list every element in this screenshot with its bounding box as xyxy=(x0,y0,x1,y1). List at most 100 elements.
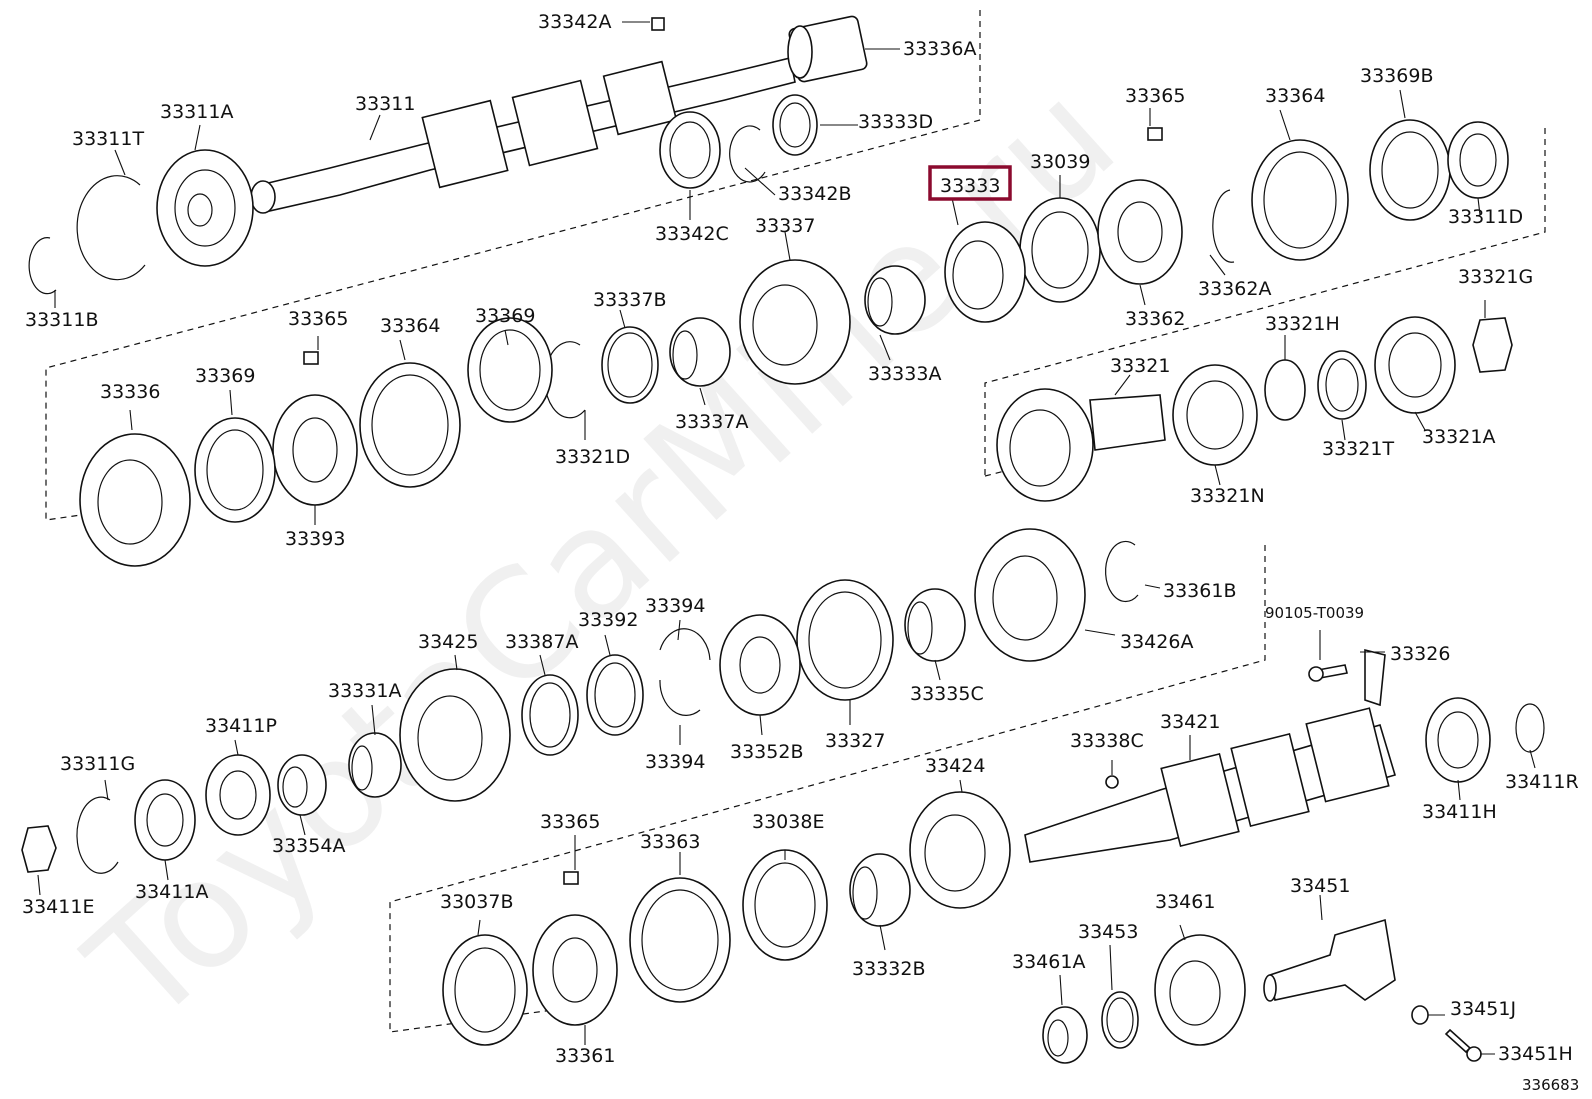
bearing-33411P[interactable] xyxy=(205,754,271,836)
snap-ring-33311B[interactable] xyxy=(28,237,57,295)
gear-33426A[interactable] xyxy=(974,528,1086,662)
key-33365-b[interactable] xyxy=(303,351,319,365)
label-33411A[interactable]: 33411A xyxy=(135,881,208,903)
bolt-90105[interactable] xyxy=(1308,664,1348,682)
bearing-33311D[interactable] xyxy=(1447,121,1509,199)
bearing-33311A[interactable] xyxy=(156,149,254,267)
label-33369[interactable]: 33369 xyxy=(475,305,535,327)
label-33364-b[interactable]: 33364 xyxy=(380,315,440,337)
shaft-33451[interactable] xyxy=(1263,918,1396,1002)
label-33365-a[interactable]: 33365 xyxy=(1125,85,1185,107)
label-33424[interactable]: 33424 xyxy=(925,755,985,777)
label-33333A[interactable]: 33333A xyxy=(868,363,941,385)
ring-33392[interactable] xyxy=(586,654,644,736)
label-33326[interactable]: 33326 xyxy=(1390,643,1450,665)
label-33354A[interactable]: 33354A xyxy=(272,835,345,857)
ring-33369[interactable] xyxy=(467,317,553,423)
label-33394-b[interactable]: 33394 xyxy=(645,751,705,773)
label-33311G[interactable]: 33311G xyxy=(60,753,135,775)
sleeve-33364-b[interactable] xyxy=(359,362,461,488)
gear-33425[interactable] xyxy=(399,668,511,802)
ring-33333D[interactable] xyxy=(772,94,818,156)
label-33337A[interactable]: 33337A xyxy=(675,411,748,433)
label-33369-b[interactable]: 33369 xyxy=(195,365,255,387)
bearing-33321N[interactable] xyxy=(1172,364,1258,466)
label-33332B[interactable]: 33332B xyxy=(852,958,925,980)
washer-33451J[interactable] xyxy=(1411,1005,1429,1025)
label-33392[interactable]: 33392 xyxy=(578,609,638,631)
collar-33354A[interactable] xyxy=(277,754,327,816)
label-33321A[interactable]: 33321A xyxy=(1422,426,1495,448)
label-33387A[interactable]: 33387A xyxy=(505,631,578,653)
plate-33326[interactable] xyxy=(1364,648,1386,707)
ring-33369-b[interactable] xyxy=(194,417,276,523)
counter-shaft-33421[interactable] xyxy=(1024,707,1396,863)
label-33461[interactable]: 33461 xyxy=(1155,891,1215,913)
label-33321H[interactable]: 33321H xyxy=(1265,313,1340,335)
label-33038E[interactable]: 33038E xyxy=(752,811,824,833)
label-33336A[interactable]: 33336A xyxy=(903,38,976,60)
label-33321N[interactable]: 33321N xyxy=(1190,485,1265,507)
gear-33321[interactable] xyxy=(996,388,1166,502)
label-33411E[interactable]: 33411E xyxy=(22,896,94,918)
label-33461A[interactable]: 33461A xyxy=(1012,951,1085,973)
label-33365-b[interactable]: 33365 xyxy=(288,308,348,330)
bearing-33332B[interactable] xyxy=(849,853,911,927)
label-33363[interactable]: 33363 xyxy=(640,831,700,853)
ring-33037B[interactable] xyxy=(442,934,528,1046)
label-33311B[interactable]: 33311B xyxy=(25,309,98,331)
label-33321T[interactable]: 33321T xyxy=(1322,438,1394,460)
label-33321[interactable]: 33321 xyxy=(1110,355,1170,377)
label-33331A[interactable]: 33331A xyxy=(328,680,401,702)
label-33352B[interactable]: 33352B xyxy=(730,741,803,763)
label-33421[interactable]: 33421 xyxy=(1160,711,1220,733)
bearing-33461A[interactable] xyxy=(1042,1006,1088,1064)
label-33365-c[interactable]: 33365 xyxy=(540,811,600,833)
gear-33337[interactable] xyxy=(739,259,851,385)
nut-33411E[interactable] xyxy=(21,825,57,873)
label-33364-a[interactable]: 33364 xyxy=(1265,85,1325,107)
label-33321D[interactable]: 33321D xyxy=(555,446,630,468)
bearing-33321A[interactable] xyxy=(1374,316,1456,414)
bearing-33336A[interactable] xyxy=(787,15,868,83)
snap-ring-33342B[interactable] xyxy=(729,125,766,183)
label-33411H[interactable]: 33411H xyxy=(1422,801,1497,823)
label-33321G[interactable]: 33321G xyxy=(1458,266,1533,288)
label-33394-a[interactable]: 33394 xyxy=(645,595,705,617)
label-33333[interactable]: 33333 xyxy=(940,175,1000,197)
bearing-33411A[interactable] xyxy=(134,779,196,861)
bearing-33335C[interactable] xyxy=(904,588,966,662)
hub-33393[interactable] xyxy=(272,394,358,506)
sleeve-33327[interactable] xyxy=(796,579,894,701)
snap-ring-33361B[interactable] xyxy=(1104,540,1139,602)
label-33311T[interactable]: 33311T xyxy=(72,128,144,150)
gear-33461[interactable] xyxy=(1154,934,1246,1046)
bearing-33333A[interactable] xyxy=(864,265,926,335)
snap-ring-33311G[interactable] xyxy=(76,796,119,874)
bearing-33337A[interactable] xyxy=(669,317,731,387)
ring-33387A[interactable] xyxy=(521,674,579,756)
label-33426A[interactable]: 33426A xyxy=(1120,631,1193,653)
bearing-33411H[interactable] xyxy=(1425,697,1491,783)
label-33342A[interactable]: 33342A xyxy=(538,11,611,33)
bearing-33331A[interactable] xyxy=(348,732,402,798)
main-shaft[interactable] xyxy=(250,57,796,214)
label-33411R[interactable]: 33411R xyxy=(1505,771,1579,793)
sleeve-33039[interactable] xyxy=(1019,197,1101,303)
ring-33453[interactable] xyxy=(1101,991,1139,1049)
snap-ring-33411R[interactable] xyxy=(1515,703,1545,753)
label-33362[interactable]: 33362 xyxy=(1125,308,1185,330)
label-33393[interactable]: 33393 xyxy=(285,528,345,550)
label-33337[interactable]: 33337 xyxy=(755,215,815,237)
label-33311D[interactable]: 33311D xyxy=(1448,206,1523,228)
label-33451[interactable]: 33451 xyxy=(1290,875,1350,897)
nut-33321G[interactable] xyxy=(1472,317,1513,373)
ring-33038E[interactable] xyxy=(742,849,828,961)
half-ring-33394[interactable] xyxy=(659,628,711,716)
label-33337B[interactable]: 33337B xyxy=(593,289,666,311)
ring-33337B[interactable] xyxy=(601,326,659,404)
snap-ring-33311T[interactable] xyxy=(76,175,146,281)
ring-33369B[interactable] xyxy=(1369,119,1451,221)
hub-33352B[interactable] xyxy=(719,614,801,716)
label-33342C[interactable]: 33342C xyxy=(655,223,729,245)
